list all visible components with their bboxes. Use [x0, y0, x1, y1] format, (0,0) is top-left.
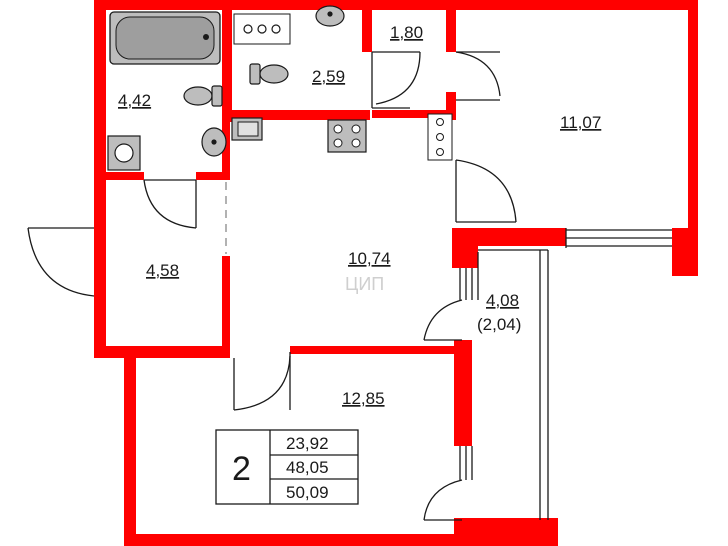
legend-room-count: 2	[232, 450, 251, 488]
toilet-icon	[183, 85, 223, 107]
stove-icon	[327, 119, 367, 153]
walls	[94, 0, 698, 546]
thin-lines	[27, 51, 672, 521]
legend-living-area: 23,92	[286, 434, 329, 453]
area-legend: 2 23,92 48,05 50,09	[215, 429, 359, 505]
wc-toilet-icon	[249, 63, 289, 85]
fridge-icon	[427, 113, 453, 161]
legend-total-area: 48,05	[286, 458, 329, 477]
washing-machine-icon	[107, 135, 141, 171]
room-label-bedroom-bottom: 12,85	[342, 389, 385, 408]
kitchen-sink-icon	[231, 117, 263, 141]
room-label-wc: 2,59	[312, 67, 345, 86]
legend-total-with-loggia: 50,09	[286, 483, 329, 502]
watermark: ЦИП	[345, 274, 384, 294]
wc-sink-icon	[315, 5, 345, 27]
room-label-kitchen-living: 10,74	[348, 249, 391, 268]
sink-icon	[201, 127, 227, 157]
bathtub-icon	[109, 11, 221, 65]
water-heater-icon	[233, 13, 291, 45]
room-label-bathroom: 4,42	[118, 91, 151, 110]
room-label-loggia-reduced: (2,04)	[477, 315, 521, 334]
room-label-bedroom-right: 11,07	[560, 113, 601, 132]
room-label-closet: 1,80	[390, 23, 423, 42]
room-label-hall: 4,58	[146, 261, 179, 280]
room-label-loggia: 4,08	[486, 291, 519, 310]
